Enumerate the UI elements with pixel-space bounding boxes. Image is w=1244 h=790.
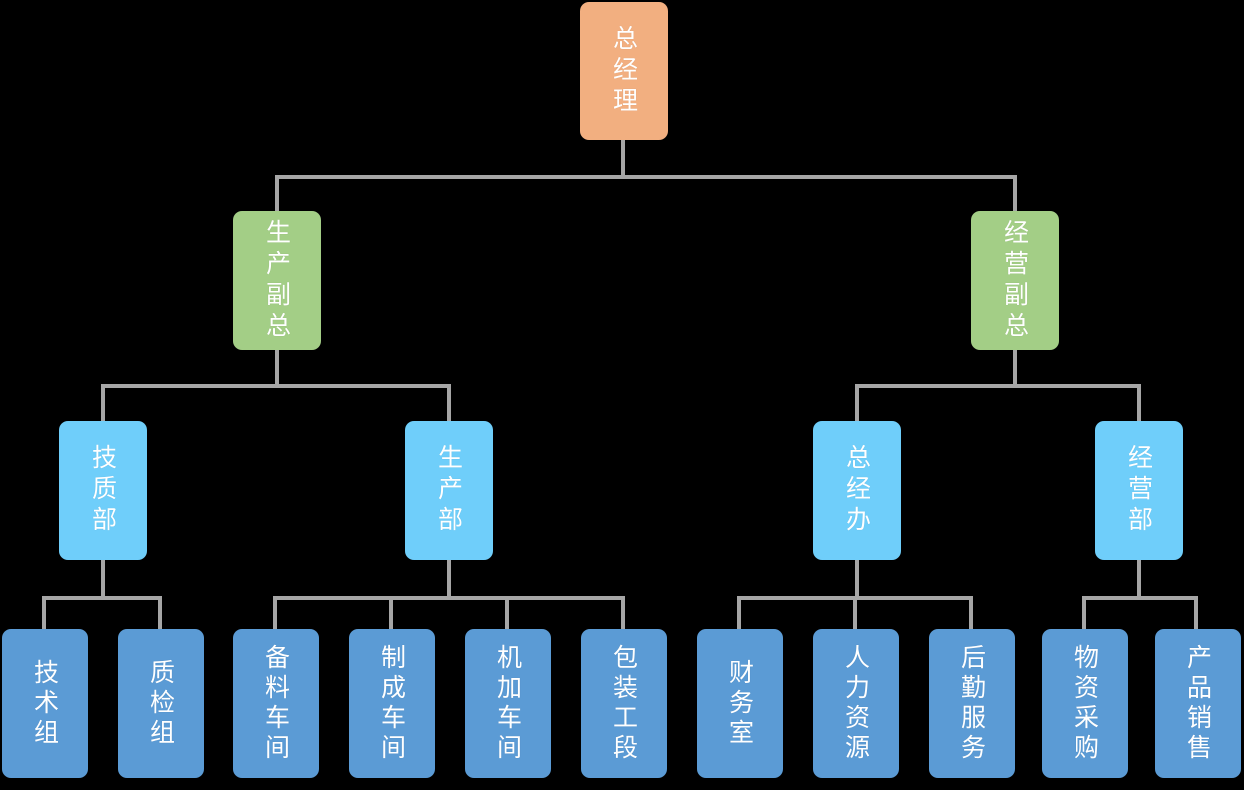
- node-label: 包装工段: [609, 643, 639, 764]
- node-label: 制成车间: [377, 643, 407, 764]
- connector-team7-drop: [737, 596, 741, 630]
- node-production-dept[interactable]: 生产部: [405, 421, 493, 560]
- connector-team5-drop: [505, 596, 509, 630]
- connector-team4-drop: [389, 596, 393, 630]
- node-label: 后勤服务: [957, 643, 987, 764]
- node-logistics-services[interactable]: 后勤服务: [929, 629, 1015, 778]
- connector-dept-right-bus: [855, 384, 1141, 388]
- node-label: 生产部: [434, 444, 464, 537]
- node-label: 生产副总: [262, 218, 292, 343]
- node-finance-office[interactable]: 财务室: [697, 629, 783, 778]
- node-business-vp[interactable]: 经营副总: [971, 211, 1059, 350]
- node-label: 总经理: [609, 24, 639, 118]
- connector-team6-drop: [621, 596, 625, 630]
- node-label: 备料车间: [261, 643, 291, 764]
- connector-team9-drop: [969, 596, 973, 630]
- connector-vp-bus: [275, 175, 1017, 179]
- connector-prod-bus: [273, 596, 625, 600]
- connector-team2-drop: [158, 596, 162, 630]
- connector-dept-tech-drop: [101, 384, 105, 422]
- node-manufacturing-workshop[interactable]: 制成车间: [349, 629, 435, 778]
- node-material-prep-workshop[interactable]: 备料车间: [233, 629, 319, 778]
- connector-prod-stem: [447, 560, 451, 598]
- node-label: 产品销售: [1183, 643, 1213, 764]
- node-general-manager[interactable]: 总经理: [580, 2, 668, 140]
- connector-vp-left-drop: [275, 175, 279, 212]
- connector-vp-right-drop: [1013, 175, 1017, 212]
- node-tech-group[interactable]: 技术组: [2, 629, 88, 778]
- node-business-dept[interactable]: 经营部: [1095, 421, 1183, 560]
- connector-dept-left-bus: [101, 384, 451, 388]
- node-label: 经营副总: [1000, 218, 1030, 343]
- connector-team10-drop: [1082, 596, 1086, 630]
- connector-root-stem: [621, 140, 625, 177]
- node-label: 质检组: [146, 658, 176, 749]
- node-label: 机加车间: [493, 643, 523, 764]
- connector-tech-stem: [101, 560, 105, 598]
- node-packaging-section[interactable]: 包装工段: [581, 629, 667, 778]
- connector-tech-bus: [42, 596, 162, 600]
- node-label: 财务室: [725, 658, 755, 749]
- connector-team3-drop: [273, 596, 277, 630]
- node-material-procurement[interactable]: 物资采购: [1042, 629, 1128, 778]
- connector-team11-drop: [1194, 596, 1198, 630]
- node-gm-office[interactable]: 总经办: [813, 421, 901, 560]
- node-machining-workshop[interactable]: 机加车间: [465, 629, 551, 778]
- node-label: 人力资源: [841, 643, 871, 764]
- connector-team8-drop: [853, 596, 857, 630]
- node-label: 技术组: [30, 658, 60, 749]
- connector-biz-bus: [1082, 596, 1198, 600]
- connector-gmo-stem: [855, 560, 859, 598]
- node-tech-quality-dept[interactable]: 技质部: [59, 421, 147, 560]
- node-label: 技质部: [88, 444, 118, 537]
- node-label: 经营部: [1124, 444, 1154, 537]
- node-label: 总经办: [842, 444, 872, 537]
- node-production-vp[interactable]: 生产副总: [233, 211, 321, 350]
- connector-dept-prod-drop: [447, 384, 451, 422]
- connector-biz-stem: [1137, 560, 1141, 598]
- connector-team1-drop: [42, 596, 46, 630]
- node-label: 物资采购: [1070, 643, 1100, 764]
- connector-dept-biz-drop: [1137, 384, 1141, 422]
- connector-dept-gmo-drop: [855, 384, 859, 422]
- connector-vp1-stem: [275, 350, 279, 387]
- node-quality-inspection-group[interactable]: 质检组: [118, 629, 204, 778]
- node-human-resources[interactable]: 人力资源: [813, 629, 899, 778]
- connector-vp2-stem: [1013, 350, 1017, 387]
- node-product-sales[interactable]: 产品销售: [1155, 629, 1241, 778]
